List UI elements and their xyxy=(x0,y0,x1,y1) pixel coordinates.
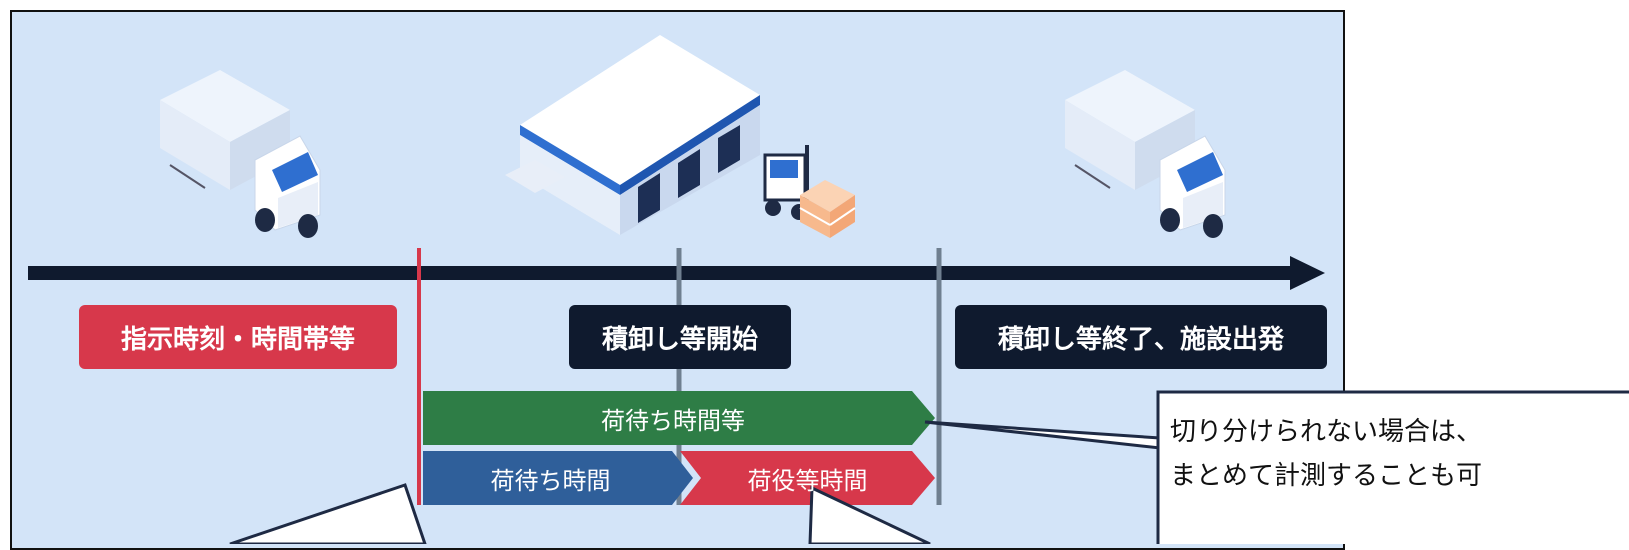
callout-text: 切り分けられない場合は、 まとめて計測することも可 xyxy=(1170,410,1482,498)
bottom-pointer-right xyxy=(808,485,931,544)
instruction-time-label: 指示時刻・時間帯等 xyxy=(79,305,397,369)
truck-icon xyxy=(160,70,321,238)
waiting-bar xyxy=(423,451,693,505)
handling-bar-label: 荷役等時間 xyxy=(747,466,868,495)
callout-box xyxy=(1156,390,1629,544)
waiting-bar-label: 荷待ち時間 xyxy=(490,466,611,495)
loading-start-label: 積卸し等開始 xyxy=(569,305,791,369)
combined-bar xyxy=(423,391,935,445)
loading-end-label: 積卸し等終了、施設出発 xyxy=(955,305,1327,369)
handling-bar xyxy=(680,451,935,505)
combined-bar-label: 荷待ち時間等 xyxy=(601,406,745,435)
callout-line-2: まとめて計測することも可 xyxy=(1170,461,1483,491)
callout-pointer xyxy=(924,420,1162,450)
bottom-pointer-left xyxy=(229,483,427,544)
forklift-icon xyxy=(763,145,856,238)
callout-line-1: 切り分けられない場合は、 xyxy=(1170,417,1483,447)
timeline-arrow xyxy=(28,256,1325,290)
truck-icon xyxy=(1065,70,1226,238)
warehouse-icon xyxy=(505,35,760,235)
